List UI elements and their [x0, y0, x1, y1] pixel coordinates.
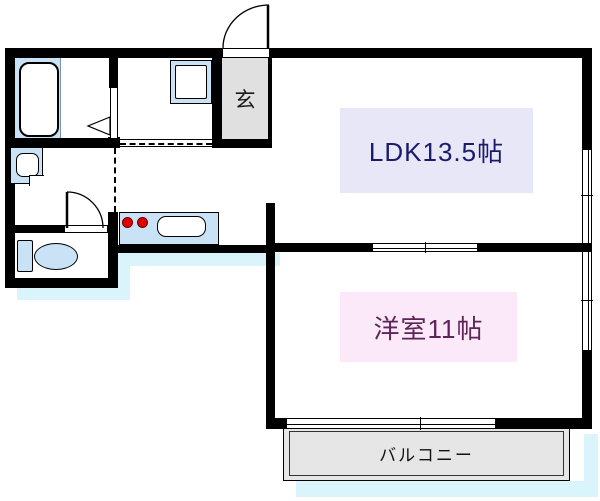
- wall-segment: [212, 139, 272, 148]
- window-glass-line: [587, 252, 589, 350]
- balcony-label: バルコニー: [379, 446, 474, 465]
- entrance-door-gap: [222, 48, 270, 58]
- wall-segment: [5, 278, 118, 288]
- window-glass-line: [587, 150, 589, 243]
- bedroom-label-box: 洋室11帖: [340, 292, 517, 362]
- washbasin-bowl: [16, 153, 39, 177]
- washbasin-notch: [29, 175, 44, 186]
- stove-top-inner: [175, 65, 207, 99]
- shadow-toilet-south: [17, 287, 130, 300]
- balcony-inner-rail: バルコニー: [289, 431, 564, 476]
- toilet-tank: [17, 240, 33, 272]
- bathtub-icon: [19, 62, 59, 137]
- bedroom-label: 洋室11帖: [373, 313, 484, 344]
- wall-segment: [582, 350, 592, 429]
- wall-segment: [270, 48, 592, 58]
- wall-segment: [477, 243, 592, 252]
- bathroom-folding-door-icon: [86, 116, 111, 136]
- kitchen-sink-icon: [157, 216, 206, 237]
- wall-segment: [5, 48, 222, 58]
- stove-burner-icon: [137, 217, 148, 228]
- shadow-kitchen-south: [130, 253, 280, 266]
- wall-segment: [5, 138, 120, 148]
- toilet-door-gap: [65, 225, 107, 233]
- wall-segment: [108, 137, 120, 148]
- entrance-label: 玄: [234, 88, 256, 112]
- entrance-area: 玄: [222, 58, 268, 139]
- entrance-door-icon: [222, 4, 270, 49]
- bathroom-door-gap: [110, 88, 118, 138]
- ldk-room-label: LDK13.5帖: [368, 137, 505, 167]
- wall-segment: [266, 418, 287, 429]
- toilet-icon: [34, 243, 78, 270]
- wall-segment: [109, 245, 267, 253]
- sliding-door-ldk-bedroom: [373, 242, 477, 253]
- wall-segment: [495, 418, 592, 429]
- opening-washroom-hall: [110, 148, 118, 212]
- opening-kitchen-hall: [120, 139, 212, 147]
- toilet-door-icon: [65, 191, 104, 229]
- opening-dash-line: [113, 148, 116, 212]
- window-glass-line: [287, 424, 495, 426]
- wall-segment: [5, 225, 65, 233]
- balcony-area: バルコニー: [283, 426, 570, 481]
- window-bedroom-east: [581, 252, 593, 350]
- window-bedroom-south: [287, 417, 495, 430]
- window-tick: [581, 300, 593, 301]
- wall-segment: [266, 243, 373, 252]
- window-tick: [425, 242, 426, 253]
- window-ldk-east: [581, 150, 593, 243]
- wall-segment: [212, 58, 222, 148]
- wall-segment: [268, 58, 272, 139]
- wall-segment: [266, 203, 275, 429]
- opening-dash-line: [120, 142, 212, 145]
- wall-segment: [582, 48, 592, 150]
- stove-burner-icon: [122, 217, 133, 228]
- shadow-balcony-south: [296, 481, 598, 497]
- window-tick: [420, 417, 421, 430]
- window-tick: [581, 195, 593, 196]
- stove-top-icon: [170, 60, 212, 104]
- wall-segment: [109, 58, 118, 88]
- shadow-balcony-east: [584, 434, 598, 496]
- ldk-room-label-box: LDK13.5帖: [340, 108, 533, 193]
